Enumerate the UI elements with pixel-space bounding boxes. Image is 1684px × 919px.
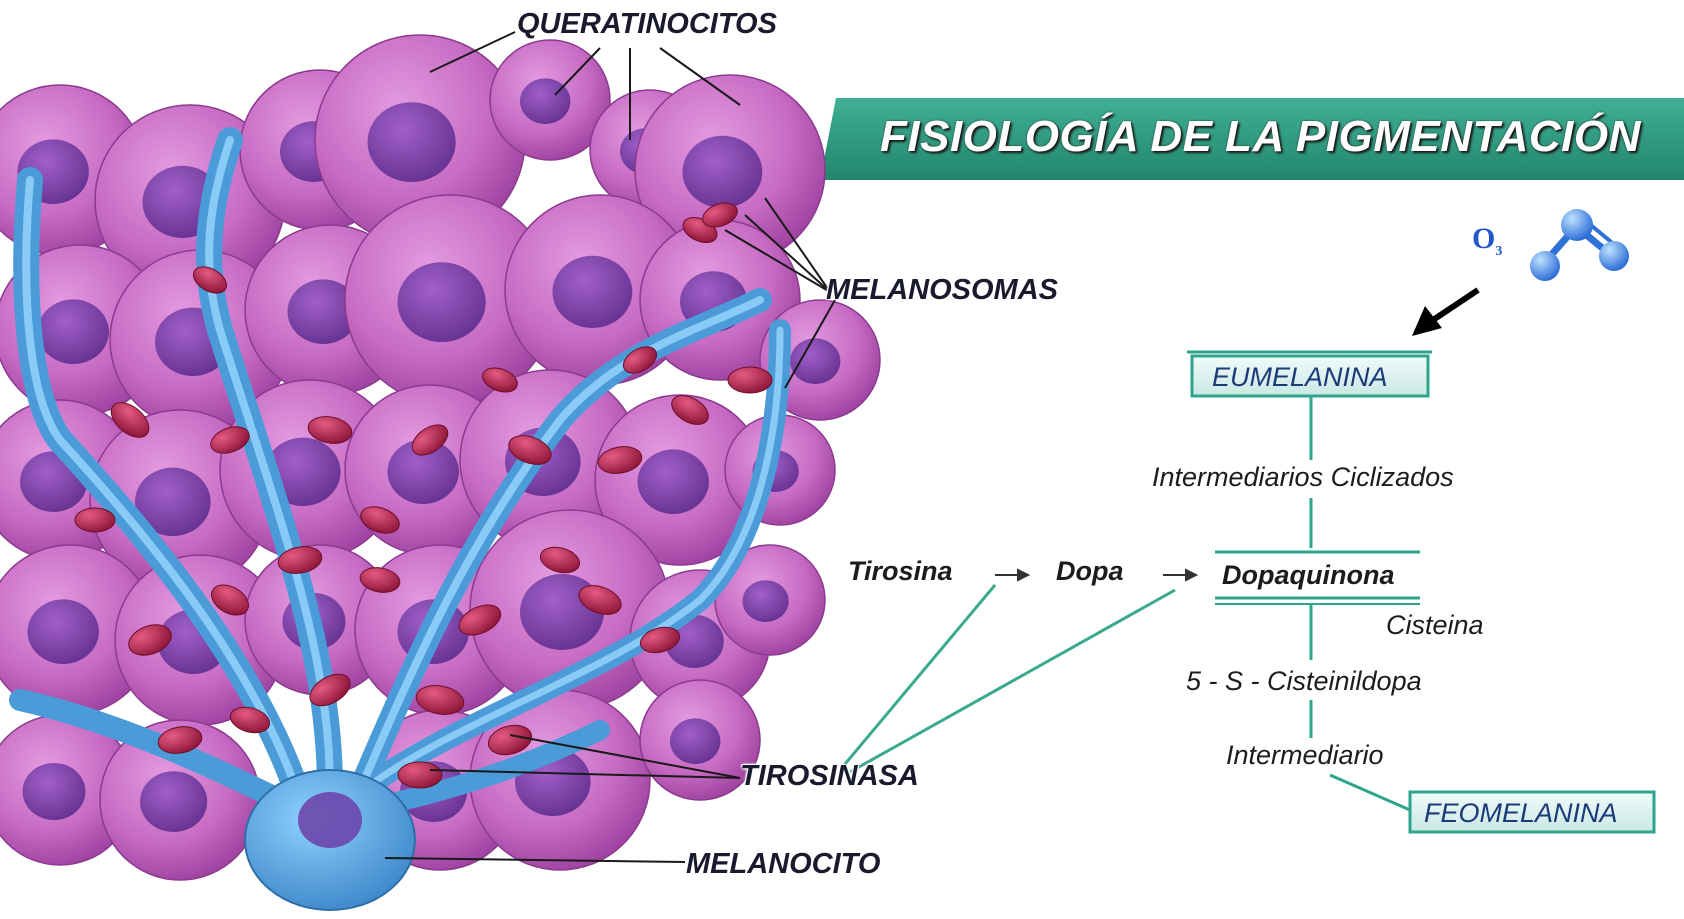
keratinocyte-nucleus	[368, 102, 456, 182]
feomelanina-label: FEOMELANINA	[1424, 798, 1618, 829]
arrow-dopa-dopaquinona-head	[1186, 570, 1196, 580]
tyrosinase-to-tirosina-link	[840, 585, 995, 770]
page-title: FISIOLOGÍA DE LA PIGMENTACIÓN	[880, 112, 1641, 162]
keratinocyte-nucleus	[790, 338, 840, 384]
tirosina-label: Tirosina	[848, 556, 953, 587]
tyrosinase-links	[840, 585, 1175, 772]
dopaquinona-label: Dopaquinona	[1222, 560, 1394, 591]
keratinocyte-nucleus	[140, 771, 207, 832]
melanocyte-label: MELANOCITO	[686, 848, 880, 881]
melanosome	[75, 508, 115, 532]
keratinocyte-nucleus	[520, 78, 570, 124]
cisteinildopa-label: 5 - S - Cisteinildopa	[1186, 666, 1422, 697]
arrow-tirosina-dopa-head	[1018, 570, 1028, 580]
connector-intermediario-feomelanina	[1330, 775, 1410, 810]
dopa-label: Dopa	[1056, 556, 1124, 587]
ozone-molecule-icon	[1530, 209, 1629, 281]
ozone-formula: O3	[1472, 222, 1502, 260]
keratinocytes-label: QUERATINOCITOS	[517, 8, 777, 41]
keratinocyte-nucleus	[638, 449, 709, 514]
melanocyte-nucleus	[298, 792, 362, 848]
ozone-action-arrow-icon	[1412, 290, 1478, 336]
keratinocyte-nucleus	[683, 136, 763, 208]
melanosome	[398, 762, 442, 788]
melanosomes-label: MELANOSOMAS	[826, 274, 1058, 307]
cisteina-label: Cisteina	[1386, 610, 1484, 641]
tyrosinase-to-dopa-link	[850, 590, 1175, 772]
keratinocyte-nucleus	[670, 718, 720, 764]
keratinocyte-nucleus	[743, 580, 789, 622]
eumelanina-label: EUMELANINA	[1212, 362, 1388, 393]
ozone-formula-base: O	[1472, 222, 1495, 255]
keratinocyte-nucleus	[28, 599, 99, 664]
keratinocyte-nucleus	[37, 299, 108, 364]
intermediarios-ciclizados-label: Intermediarios Ciclizados	[1152, 462, 1454, 493]
keratinocyte-nucleus	[398, 262, 486, 342]
intermediario-label: Intermediario	[1226, 740, 1384, 771]
keratinocyte-nucleus	[23, 763, 86, 820]
tyrosinase-label: TIROSINASA	[740, 760, 919, 793]
keratinocyte-nucleus	[553, 256, 633, 328]
melanosome	[728, 367, 772, 393]
ozone-formula-subscript: 3	[1495, 244, 1502, 259]
